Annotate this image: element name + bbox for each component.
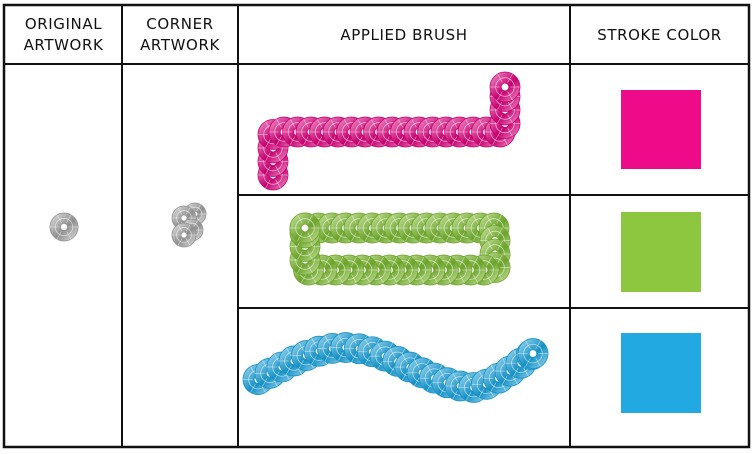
header-original-line2: ARTWORK [23, 36, 104, 54]
header-original-line1: ORIGINAL [24, 15, 103, 33]
sequin-bead [49, 212, 79, 242]
stroke-color-swatch-green [621, 212, 701, 292]
stroke-color-swatch-blue [621, 333, 701, 413]
header-stroke-color: STROKE COLOR [571, 7, 748, 63]
header-corner-line1: CORNER [146, 15, 214, 33]
header-applied-brush: APPLIED BRUSH [239, 7, 569, 63]
header-original-artwork: ORIGINAL ARTWORK [6, 7, 121, 63]
sequin-bead [489, 71, 521, 103]
sequin-bead [289, 212, 321, 244]
header-corner-line2: ARTWORK [140, 36, 220, 54]
header-applied-label: APPLIED BRUSH [340, 25, 468, 44]
sequin-bead [517, 338, 549, 369]
header-corner-artwork: CORNER ARTWORK [123, 7, 237, 63]
header-stroke-label: STROKE COLOR [597, 25, 722, 44]
stroke-color-swatch-magenta [621, 90, 701, 169]
sequin-bead [171, 222, 197, 248]
